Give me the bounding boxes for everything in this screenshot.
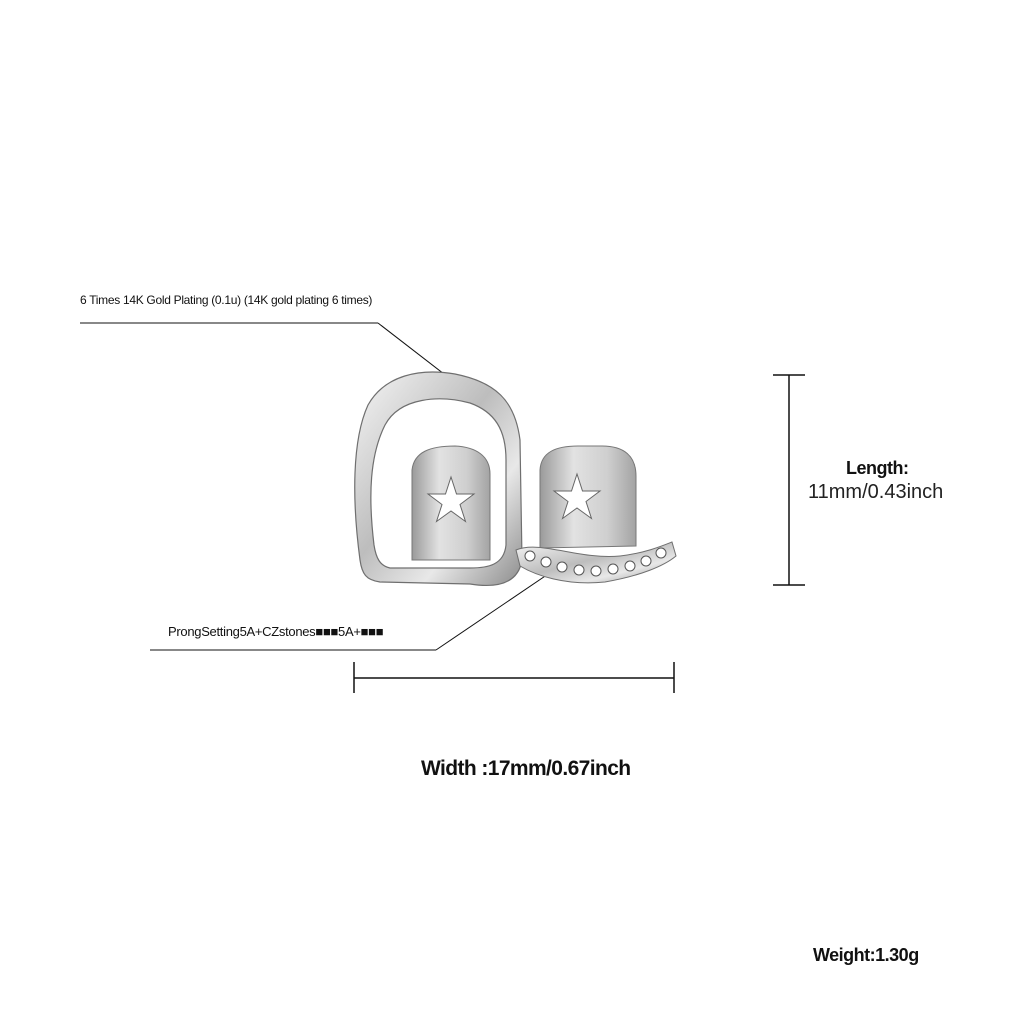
length-label: Length: <box>846 458 909 478</box>
weight-label: Weight:1.30g <box>813 945 919 965</box>
inner-star-tooth <box>411 445 491 561</box>
star-cutout-icon <box>552 472 602 520</box>
cz-stones <box>524 547 667 577</box>
prong-setting-annotation: ProngSetting5A+CZstones■■■5A+■■■ <box>168 624 384 639</box>
left-frame-tooth <box>354 371 523 587</box>
width-dimension-bracket <box>353 662 675 693</box>
star-cutout-icon <box>426 475 476 523</box>
plating-annotation: 6 Times 14K Gold Plating (0.1u) (14K gol… <box>80 293 373 307</box>
cz-stone-bar <box>515 541 677 584</box>
right-cap-tooth <box>539 445 637 549</box>
width-label: Width :17mm/0.67inch <box>421 757 631 780</box>
length-dimension-bracket <box>773 374 805 586</box>
length-value: 11mm/0.43inch <box>808 481 944 503</box>
